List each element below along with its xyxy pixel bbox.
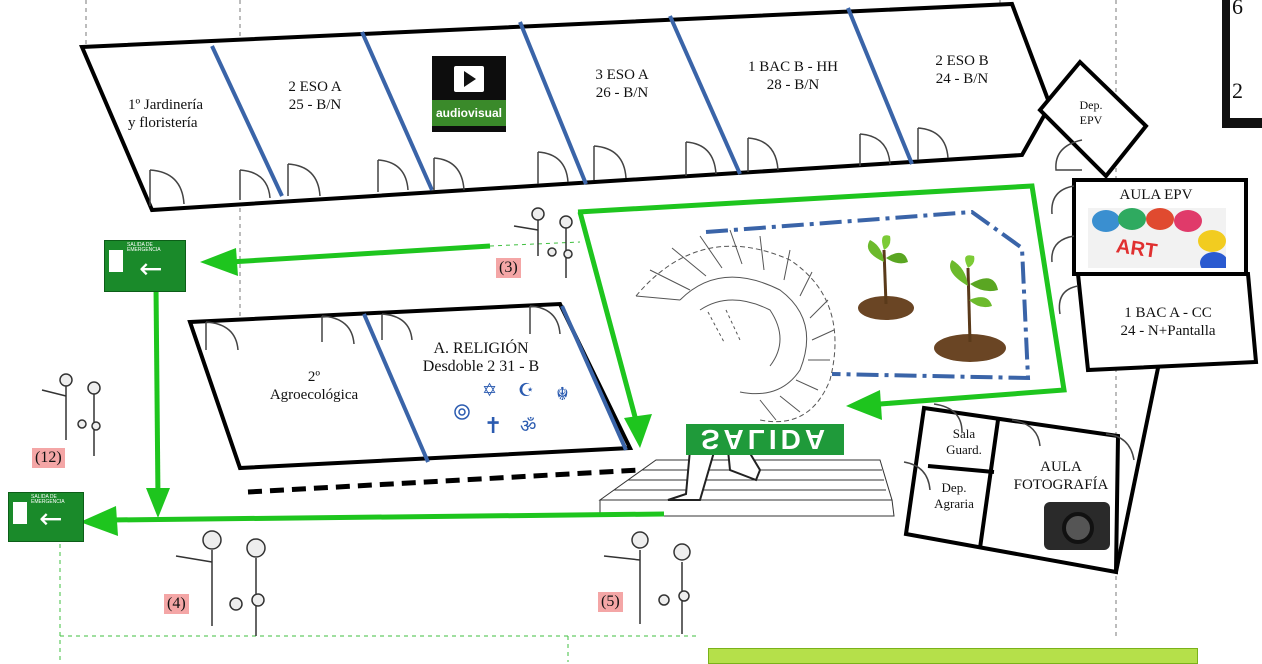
- room-2esoa-line2: 25 - B/N: [288, 97, 342, 113]
- bac1a-room: [1075, 272, 1259, 373]
- black-dashed-wall: [247, 467, 641, 495]
- play-icon: [464, 71, 476, 87]
- room-agroeco: 2º Agroecológica: [254, 368, 374, 404]
- right-wall: [1114, 367, 1160, 573]
- running-man-icon: [13, 502, 27, 524]
- room-sala-guard-line1: Sala: [952, 426, 976, 441]
- room-2esoa-line1: 2 ESO A: [288, 79, 342, 95]
- room-2esoa: 2 ESO A 25 - B/N: [270, 78, 360, 114]
- people-group-12: [41, 373, 101, 456]
- emergency-exit-sign-lower: SALIDA DE EMERGENCIA ←: [8, 492, 84, 542]
- stairs: [598, 459, 895, 517]
- people-group-4: [175, 530, 266, 636]
- paint-dark-blue: [1200, 252, 1226, 268]
- paint-red: [1146, 208, 1174, 230]
- paint-yellow: [1198, 230, 1226, 252]
- doors: [149, 127, 1135, 491]
- plant-large: [934, 255, 1006, 362]
- exit-sign-text: SALIDA DE EMERGENCIA: [31, 494, 65, 505]
- room-religion-line2: Desdoble 2 31 - B: [422, 358, 540, 375]
- audiovisual-label: audiovisual: [432, 100, 506, 126]
- room-dep-epv: Dep. EPV: [1066, 98, 1116, 128]
- room-1baca: 1 BAC A - CC 24 - N+Pantalla: [1098, 304, 1238, 340]
- room-religion: A. RELIGIÓN Desdoble 2 31 - B: [398, 340, 564, 376]
- middle-divider-2: [560, 305, 628, 451]
- paint-green: [1118, 208, 1146, 230]
- lower-divider-2: [927, 464, 995, 474]
- paint-pink: [1174, 210, 1202, 232]
- lower-divider: [978, 419, 1000, 549]
- panel-digit-1: 6: [1232, 0, 1243, 19]
- audiovisual-logo: audiovisual: [432, 56, 506, 132]
- room-aula-fotografia-line2: FOTOGRAFÍA: [1013, 477, 1109, 493]
- room-jardineria-line1: 1º Jardinería: [128, 97, 204, 113]
- camera-lens: [1062, 512, 1094, 544]
- crescent-icon: ☪: [518, 380, 535, 401]
- room-dep-agraria-line2: Agraria: [934, 496, 974, 511]
- top-classroom-block: [79, 1, 1053, 213]
- garden-boundary: [705, 209, 1031, 381]
- dep-epv-room: [1037, 59, 1149, 179]
- room-aula-epv: AULA EPV: [1119, 187, 1193, 203]
- room-jardineria-line2: y floristería: [128, 115, 198, 131]
- room-3esoa-line1: 3 ESO A: [595, 67, 649, 83]
- exit-sign-text: SALIDA DE EMERGENCIA: [127, 242, 161, 253]
- room-agroeco-line1: 2º: [307, 369, 321, 385]
- running-man-icon: [109, 250, 123, 272]
- art-paints-image: ART: [1088, 208, 1226, 268]
- room-3esoa-line2: 26 - B/N: [595, 85, 649, 101]
- room-2esob-line2: 24 - B/N: [935, 71, 989, 87]
- top-right-panel: 6 2: [1222, 0, 1262, 128]
- room-1bacb: 1 BAC B - HH 28 - B/N: [728, 58, 858, 94]
- room-aula-fotografia: AULA FOTOGRAFÍA: [996, 458, 1126, 494]
- people-group-3: [513, 207, 573, 278]
- khanda-icon: ☬: [556, 384, 569, 405]
- room-aula-fotografia-line1: AULA: [1040, 459, 1082, 475]
- room-sala-guard: Sala Guard.: [932, 426, 996, 458]
- om-icon: ॐ: [520, 416, 537, 437]
- emergency-exit-sign-upper: SALIDA DE EMERGENCIA ←: [104, 240, 186, 292]
- room-sala-guard-line2: Guard.: [946, 442, 982, 457]
- star-of-david-icon: ✡: [482, 380, 498, 401]
- assembly-point-4: (4): [164, 594, 189, 614]
- salida-sign: SALIDA: [686, 424, 844, 455]
- room-religion-line1: A. RELIGIÓN: [433, 340, 529, 357]
- arrow-left-icon: ←: [39, 502, 63, 535]
- spiral-staircase: [635, 229, 836, 423]
- evacuation-routes: [109, 183, 1067, 523]
- room-dep-agraria: Dep. Agraria: [922, 480, 986, 512]
- room-1bacb-line2: 28 - B/N: [766, 77, 820, 93]
- paint-blue: [1092, 210, 1120, 232]
- religion-symbols-ring: [454, 404, 470, 420]
- room-2esob: 2 ESO B 24 - B/N: [916, 52, 1008, 88]
- arrow-left-icon: ←: [139, 252, 163, 285]
- people-group-5: [603, 531, 691, 634]
- assembly-point-5: (5): [598, 592, 623, 612]
- room-agroeco-line2: Agroecológica: [269, 387, 359, 403]
- room-dep-agraria-line1: Dep.: [941, 480, 967, 495]
- panel-digit-2: 2: [1232, 78, 1243, 103]
- assembly-point-12: (12): [32, 448, 65, 468]
- room-jardineria: 1º Jardinería y floristería: [128, 96, 234, 132]
- room-dep-epv-line2: EPV: [1079, 113, 1103, 127]
- route-arrowheads: [80, 248, 882, 536]
- plant-small: [858, 235, 914, 320]
- panel-screen: [1230, 0, 1262, 118]
- cross-icon: ✝: [484, 414, 503, 439]
- room-1bacb-line1: 1 BAC B - HH: [747, 59, 838, 75]
- feet: [667, 448, 762, 501]
- art-text: ART: [1114, 235, 1159, 263]
- middle-divider: [362, 313, 430, 463]
- room-dep-epv-line1: Dep.: [1079, 98, 1103, 112]
- room-1baca-line2: 24 - N+Pantalla: [1120, 323, 1216, 339]
- assembly-point-3: (3): [496, 258, 521, 278]
- room-2esob-line1: 2 ESO B: [935, 53, 989, 69]
- room-3esoa: 3 ESO A 26 - B/N: [576, 66, 668, 102]
- camera-icon: [1044, 502, 1110, 550]
- top-block-dividers: [210, 7, 914, 197]
- middle-classroom-block: [187, 301, 634, 471]
- room-1baca-line1: 1 BAC A - CC: [1124, 305, 1212, 321]
